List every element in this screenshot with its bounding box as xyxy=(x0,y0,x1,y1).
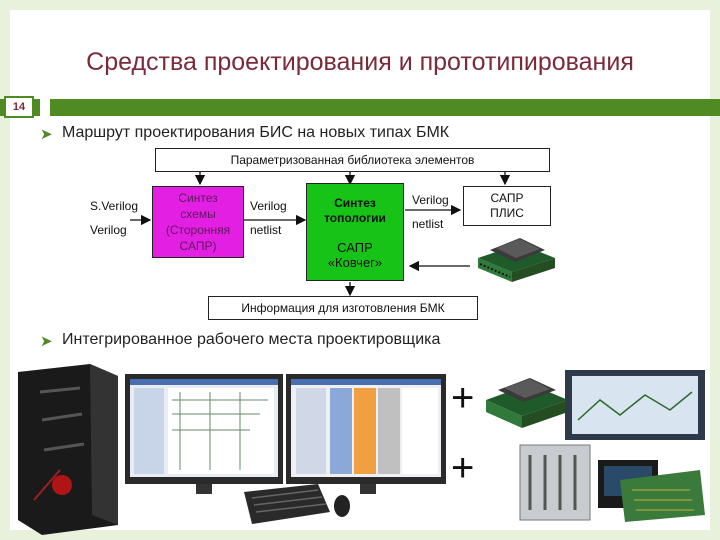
sapr-kovcheg-line1: САПР xyxy=(337,240,373,255)
bullet-arrow-icon-2: ➤ xyxy=(40,333,53,350)
pc-tower-icon xyxy=(18,364,118,535)
manufacturing-info-box: Информация для изготовления БМК xyxy=(208,296,478,320)
bullet-text-route: Маршрут проектирования БИС на новых типа… xyxy=(62,124,450,141)
fpga-board-icon xyxy=(486,378,568,428)
plus-sign-1: + xyxy=(451,376,475,420)
sapr-plis-line1: САПР xyxy=(490,191,524,205)
verilog-label-2: Verilog xyxy=(412,193,449,207)
bullet-arrow-icon: ➤ xyxy=(40,126,53,143)
synth-topology-block: Синтез топологии САПР «Ковчег» xyxy=(306,183,404,281)
divider-gap xyxy=(40,99,50,116)
page-number: 14 xyxy=(4,96,34,118)
lab-equipment-icon xyxy=(519,370,705,522)
sapr-plis-box: САПР ПЛИС xyxy=(463,186,551,226)
monitor-right-icon xyxy=(286,374,446,494)
synth-topology-line1: Синтез xyxy=(334,196,376,210)
sapr-kovcheg-line2: «Ковчег» xyxy=(327,255,383,270)
input-verilog: Verilog xyxy=(90,223,127,237)
synth-schema-line3: (Сторонняя xyxy=(165,223,231,237)
library-box: Параметризованная библиотека элементов xyxy=(155,148,550,172)
sapr-plis-line2: ПЛИС xyxy=(490,206,524,220)
plus-sign-2: + xyxy=(451,446,475,490)
synth-schema-line1: Синтез xyxy=(178,191,218,205)
mouse-icon xyxy=(334,495,350,517)
netlist-label-2: netlist xyxy=(412,217,444,231)
slide-title: Средства проектирования и прототипирован… xyxy=(86,48,634,76)
synth-schema-line4: САПР) xyxy=(179,239,217,253)
input-sverilog: S.Verilog xyxy=(90,199,139,213)
bullet-text-workstation: Интегрированное рабочего места проектиро… xyxy=(62,331,441,348)
verilog-label-1: Verilog xyxy=(250,199,287,213)
synth-schema-line2: схемы xyxy=(180,207,216,221)
keyboard-icon xyxy=(244,484,330,524)
netlist-label-1: netlist xyxy=(250,223,282,237)
title-divider-bar xyxy=(0,99,720,116)
monitor-left-icon xyxy=(125,374,283,494)
synth-topology-line2: топологии xyxy=(324,211,386,225)
synth-schema-block: Синтез схемы (Сторонняя САПР) xyxy=(152,186,244,258)
